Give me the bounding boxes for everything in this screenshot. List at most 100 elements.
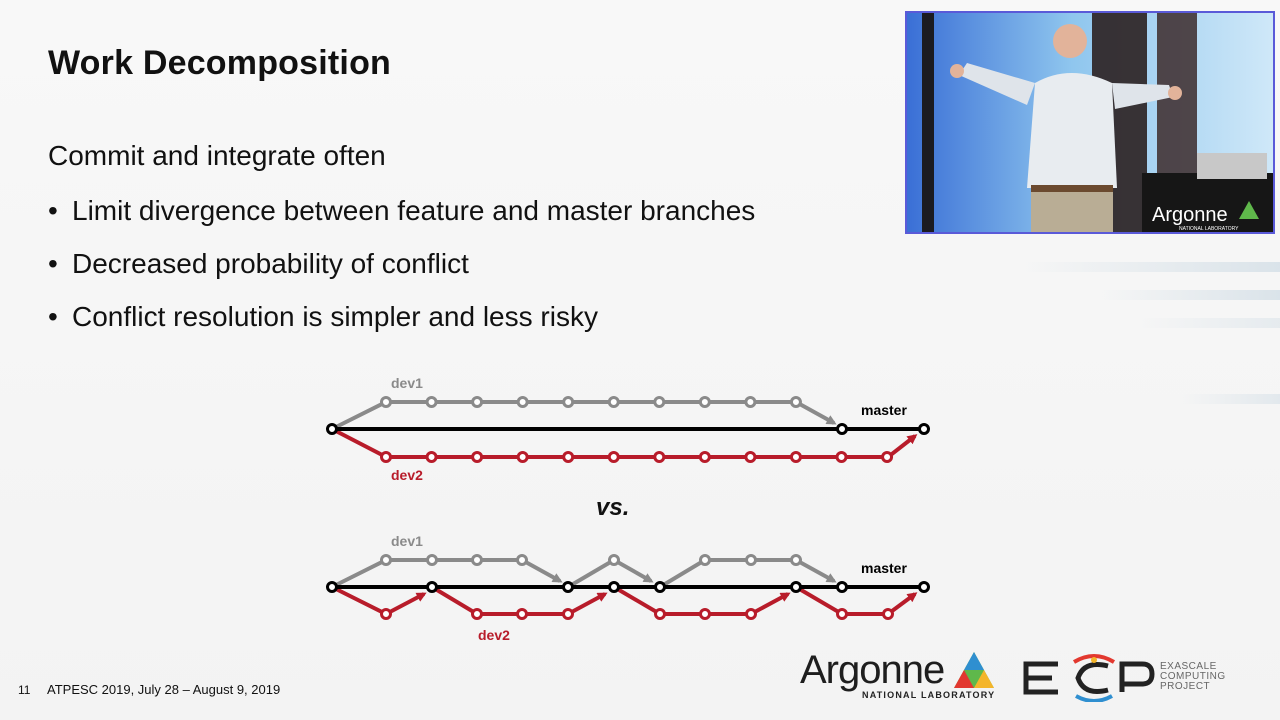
commit-node-dev2	[835, 451, 848, 463]
top-dev2-label: dev2	[391, 467, 423, 483]
decorative-streak	[1020, 262, 1280, 272]
ecp-logo-text: EXASCALE COMPUTING PROJECT	[1160, 662, 1226, 692]
commit-node-dev1	[562, 396, 575, 408]
top-dev2-commits	[380, 451, 894, 463]
top-dev1-label: dev1	[391, 375, 423, 391]
commit-node-dev2	[654, 608, 666, 620]
commit-node-master	[608, 581, 620, 593]
bottom-dev1-line	[331, 558, 522, 589]
ecp-logo: EXASCALE COMPUTING PROJECT	[1018, 652, 1238, 703]
intro-text: Commit and integrate often	[48, 140, 386, 171]
argonne-logo-sub: NATIONAL LABORATORY	[862, 690, 996, 700]
commit-node-dev2	[698, 451, 711, 463]
bullet-icon: •	[48, 248, 58, 279]
commit-node-dev1	[471, 396, 484, 408]
bullet-item: • Limit divergence between feature and ma…	[48, 192, 755, 245]
commit-node-dev1	[698, 396, 711, 408]
commit-node-dev1	[789, 396, 802, 408]
commit-node-master	[654, 581, 666, 593]
commit-node-dev2	[516, 451, 529, 463]
bullet-list: • Limit divergence between feature and ma…	[48, 192, 755, 351]
bottom-branch-diagram: dev1 dev2 master	[326, 533, 930, 643]
bullet-text: Limit divergence between feature and mas…	[72, 195, 756, 226]
ecp-mark-icon	[1023, 654, 1155, 703]
bottom-dev1-merge-arrow	[521, 558, 563, 583]
commit-node-master	[326, 423, 338, 435]
commit-node-dev2	[471, 608, 483, 620]
bullet-text: Conflict resolution is simpler and less …	[72, 301, 598, 332]
commit-node-dev1	[607, 396, 620, 408]
commit-node-dev1	[425, 396, 438, 408]
bottom-dev2-commits	[380, 608, 894, 620]
commit-node-dev2	[562, 451, 575, 463]
commit-node-dev2	[562, 608, 574, 620]
page-number: 11	[18, 683, 31, 697]
commit-node-dev2	[745, 608, 757, 620]
bullet-item: • Conflict resolution is simpler and less…	[48, 298, 755, 351]
top-master-commits	[326, 423, 930, 435]
decorative-streak	[1140, 318, 1280, 328]
commit-node-dev1	[380, 396, 392, 408]
bottom-dev2-merge-arrow	[750, 592, 791, 616]
bottom-dev2-merge-arrow	[567, 592, 608, 616]
commit-node-dev2	[882, 608, 894, 620]
argonne-logo: Argonne NATIONAL LABORATORY	[800, 648, 1000, 706]
argonne-triangle-icon	[954, 652, 994, 688]
commit-node-dev1	[745, 554, 757, 566]
bottom-dev2-label: dev2	[478, 627, 510, 643]
commit-node-master	[918, 423, 930, 435]
commit-node-master	[790, 581, 802, 593]
commit-node-master	[562, 581, 574, 593]
top-master-label: master	[861, 402, 907, 418]
ecp-line: COMPUTING	[1160, 671, 1226, 682]
speaker-video[interactable]: Argonne NATIONAL LABORATORY	[905, 11, 1275, 234]
bottom-master-commits	[326, 581, 930, 593]
footer-event: ATPESC 2019, July 28 – August 9, 2019	[47, 682, 281, 697]
commit-node-dev2	[653, 451, 666, 463]
bottom-dev1-merge-arrow	[613, 558, 654, 583]
slide-title: Work Decomposition	[48, 44, 392, 82]
decorative-streak	[1100, 290, 1280, 300]
commit-node-dev2	[607, 451, 620, 463]
bullet-icon: •	[48, 195, 58, 226]
commit-node-dev2	[380, 608, 392, 620]
commit-node-dev2	[744, 451, 757, 463]
bullet-item: • Decreased probability of conflict	[48, 245, 755, 298]
bottom-dev1-line	[566, 558, 616, 589]
bottom-dev1-commits	[380, 554, 802, 566]
commit-node-dev1	[471, 554, 483, 566]
bottom-dev1-merge-arrow	[795, 558, 837, 583]
commit-node-master	[836, 423, 848, 435]
commit-node-dev1	[608, 554, 620, 566]
commit-node-dev2	[836, 608, 848, 620]
top-dev2-merge-arrow	[886, 434, 918, 459]
top-dev1-merge-arrow	[795, 400, 837, 425]
bottom-dev2-merge-arrow	[385, 592, 427, 616]
commit-node-dev2	[699, 608, 711, 620]
commit-node-master	[918, 581, 930, 593]
commit-node-dev1	[426, 554, 438, 566]
bottom-dev2-line	[430, 585, 568, 616]
commit-node-dev1	[516, 396, 529, 408]
commit-node-dev2	[425, 451, 438, 463]
commit-node-dev2	[380, 451, 392, 463]
bottom-dev1-label: dev1	[391, 533, 423, 549]
commit-node-master	[426, 581, 438, 593]
argonne-triangle-icon	[1239, 201, 1259, 219]
video-overlay-sub: NATIONAL LABORATORY	[1179, 226, 1239, 232]
vs-label: vs.	[596, 494, 630, 521]
commit-node-dev2	[516, 608, 528, 620]
bullet-text: Decreased probability of conflict	[72, 248, 469, 279]
commit-node-dev1	[699, 554, 711, 566]
commit-node-dev2	[471, 451, 484, 463]
bottom-dev2-line	[331, 585, 387, 616]
commit-node-dev1	[516, 554, 528, 566]
commit-node-dev1	[380, 554, 392, 566]
top-branch-diagram: dev1 dev2 master	[326, 375, 930, 483]
commit-node-dev1	[790, 554, 802, 566]
commit-node-dev2	[881, 451, 894, 463]
commit-node-dev1	[744, 396, 757, 408]
bullet-icon: •	[48, 301, 58, 332]
speaker-video-frame: Argonne NATIONAL LABORATORY	[907, 13, 1273, 232]
